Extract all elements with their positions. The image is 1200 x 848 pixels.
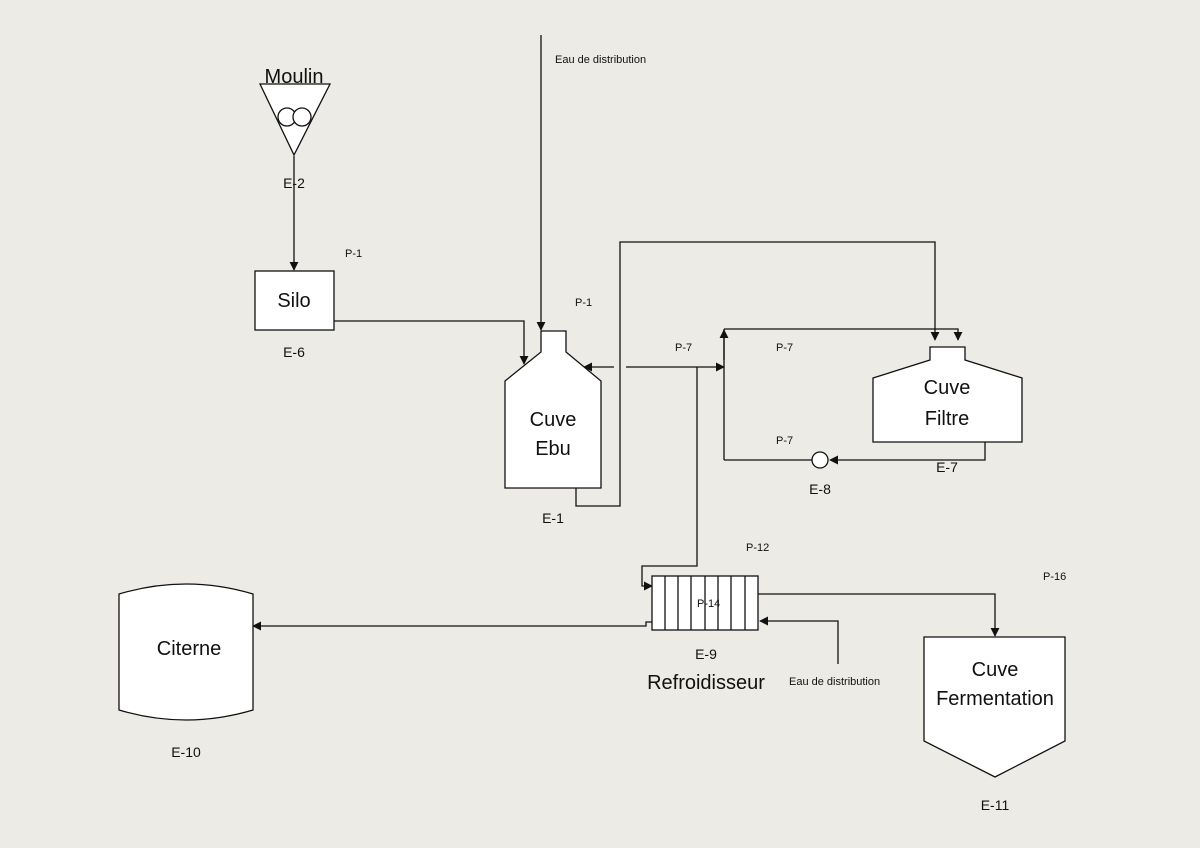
refroidisseur: E-9 Refroidisseur: [647, 575, 765, 694]
cuve-ebu-vessel: [504, 330, 602, 489]
cuve-filtre: Cuve Filtre E-7: [872, 346, 1023, 475]
refroidisseur-label: Refroidisseur: [647, 672, 765, 694]
cuve-ebu-label-line2: Ebu: [535, 438, 571, 460]
moulin-tag: E-2: [283, 175, 305, 191]
cuve-filtre-label-line1: Cuve: [924, 377, 971, 399]
moulin: Moulin E-2: [258, 66, 332, 191]
stream-silo-to-ebu: [334, 320, 529, 365]
cuve-filtre-tag: E-7: [936, 459, 958, 475]
silo-tag: E-6: [283, 344, 305, 360]
cuve-fermentation-label-line2: Fermentation: [936, 688, 1054, 710]
stream-to-refroidisseur: [641, 367, 698, 591]
stream-p7-to-filtre: [724, 328, 963, 341]
citerne-label: Citerne: [157, 638, 221, 660]
citerne: Citerne E-10: [118, 583, 254, 760]
stream-cooling-water: [759, 616, 839, 664]
label-p7-pump: P-7: [776, 435, 793, 447]
refroidisseur-plates: [664, 576, 746, 630]
cuve-ebu-tag: E-1: [542, 510, 564, 526]
cuve-fermentation-vessel: [923, 636, 1066, 778]
stream-filtre-to-pump: [829, 442, 986, 465]
label-p7-filtre-top: P-7: [776, 342, 793, 354]
moulin-roller-right: [292, 107, 312, 127]
silo-box: [254, 270, 335, 331]
label-p14: P-14: [697, 598, 720, 610]
citerne-tag: E-10: [171, 744, 201, 760]
label-p1-silo: P-1: [345, 248, 362, 260]
label-p1-ebu: P-1: [575, 297, 592, 309]
label-water-cooler: Eau de distribution: [789, 676, 880, 688]
pump-symbol: [811, 451, 829, 469]
pump: E-8: [809, 451, 831, 497]
silo-label: Silo: [277, 290, 310, 312]
moulin-label: Moulin: [265, 66, 324, 88]
cuve-filtre-vessel: [872, 346, 1023, 443]
label-water-top: Eau de distribution: [555, 54, 646, 66]
stream-labels: Eau de distribution P-1 P-1 P-7 P-7 P-7 …: [345, 54, 1066, 688]
label-p7-main: P-7: [675, 342, 692, 354]
citerne-tank: [118, 583, 254, 721]
silo: Silo E-6: [254, 270, 335, 360]
stream-to-citerne: [252, 621, 652, 631]
stream-to-fermentation: [758, 593, 1000, 637]
stream-ebu-to-filtre: [575, 241, 940, 507]
cuve-fermentation-tag: E-11: [981, 797, 1010, 813]
label-p16: P-16: [1043, 571, 1066, 583]
pump-tag: E-8: [809, 481, 831, 497]
cuve-filtre-label-line2: Filtre: [925, 408, 969, 430]
cuve-fermentation: Cuve Fermentation E-11: [923, 636, 1066, 813]
cuve-ebu: Cuve Ebu E-1: [504, 330, 602, 526]
stream-lines: [252, 35, 1000, 664]
cuve-fermentation-label-line1: Cuve: [972, 659, 1019, 681]
label-p12: P-12: [746, 542, 769, 554]
refroidisseur-tag: E-9: [695, 646, 717, 662]
cuve-ebu-label-line1: Cuve: [530, 409, 577, 431]
